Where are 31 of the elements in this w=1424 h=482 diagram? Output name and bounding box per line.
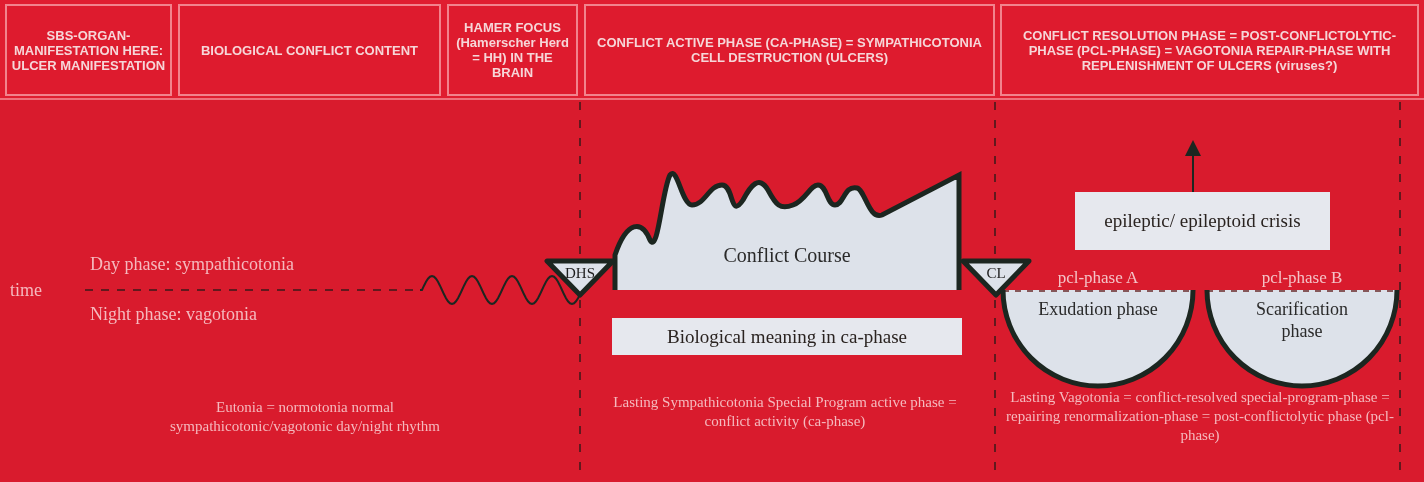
node-text: CONFLICT RESOLUTION PHASE = POST-CONFLICTOLYTIC-PHASE (PCL-PHASE) = VAGOTONIA REPAIR-PHASE WITH REPLENISHMENT OF ULCERS (viruses?)	[1021, 27, 1397, 73]
phase-description: Lasting Sympathicotonia Special Program active phase = conflict activity (ca-phase)	[612, 393, 958, 431]
header-cell	[584, 4, 995, 96]
half-circle-shape	[1000, 290, 1196, 389]
header-cell	[178, 4, 441, 96]
phase-description: Eutonia = normotonia normal sympathicotonic/vagotonic day/night rhythm	[169, 398, 441, 436]
node-text: Biological meaning in ca-phase	[666, 325, 908, 348]
node-text: HAMER FOCUS (Hamerscher Herd = HH) IN THE BRAIN	[455, 20, 570, 80]
node-text: CL	[986, 264, 1006, 283]
crisis-box	[1075, 192, 1330, 250]
phase-caption: pcl-phase A	[1056, 268, 1140, 288]
phase-caption: pcl-phase B	[1260, 268, 1344, 288]
node-text: Conflict Course	[723, 243, 851, 268]
meaning-box	[612, 318, 962, 355]
node-text: DHS	[565, 264, 595, 283]
node-text: Scarification phase	[1255, 298, 1349, 342]
node-text: epileptic/ epileptoid crisis	[1104, 210, 1301, 232]
node-text: SBS-ORGAN-MANIFESTATION HERE: ULCER MANIFESTATION	[11, 27, 166, 73]
triangle-marker	[960, 258, 1032, 298]
header-cell	[447, 4, 578, 96]
half-circle-shape	[1204, 290, 1400, 389]
phase-description: Lasting Vagotonia = conflict-resolved special-program-phase = repairing renormalization-phase = post-conflictolytic phase (pcl-phase)	[1005, 388, 1395, 445]
header-cell	[1000, 4, 1419, 96]
node-text: Exudation phase	[1038, 298, 1158, 320]
node-text: CONFLICT ACTIVE PHASE (CA-PHASE) = SYMPATHICOTONIA CELL DESTRUCTION (ULCERS)	[596, 35, 983, 65]
night-phase-text: Night phase: vagotonia	[90, 305, 258, 324]
axis-label: time	[10, 281, 43, 300]
header-cell	[5, 4, 172, 96]
day-phase-text: Day phase: sympathicotonia	[90, 255, 295, 274]
node-text: BIOLOGICAL CONFLICT CONTENT	[200, 42, 419, 58]
triangle-marker	[544, 258, 616, 298]
